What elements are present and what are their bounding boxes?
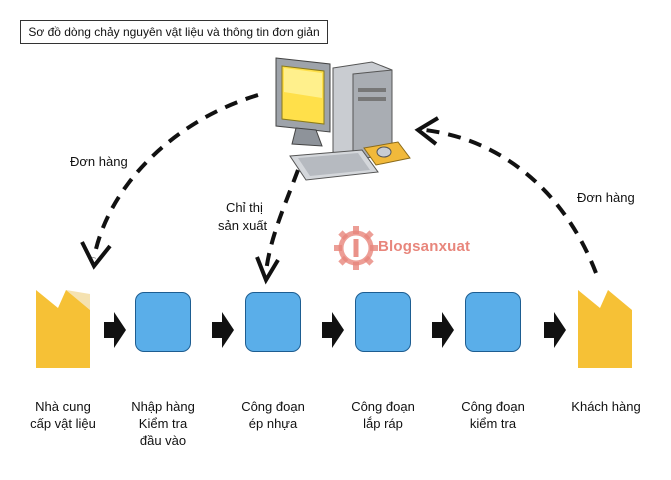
diagram-title: Sơ đồ dòng chảy nguyên vật liệu và thông… [20,20,328,44]
instruction-label-line2: sản xuất [218,218,268,233]
instruction-arrow [255,169,300,285]
instruction-label-line1: Chỉ thị [226,200,263,215]
flow-arrow [432,312,454,348]
process-box-assembly [355,292,411,352]
flow-arrow [212,312,234,348]
order-arrow-right [414,116,598,274]
order-label-right: Đơn hàng [577,190,635,205]
process-box-molding [245,292,301,352]
watermark-text: Blogsanxuat [378,238,471,255]
desktop-computer-icon [275,57,411,181]
factory-icon [578,290,632,368]
order-arrow-left [80,93,259,270]
process-box-inspection [465,292,521,352]
factory-icon [36,290,90,368]
order-label-left: Đơn hàng [70,154,128,169]
flow-arrow [104,312,126,348]
process-box-receiving [135,292,191,352]
watermark-gear-icon [334,226,378,270]
node-label-customer: Khách hàng [571,399,641,414]
flow-arrow [322,312,344,348]
flow-arrow [544,312,566,348]
